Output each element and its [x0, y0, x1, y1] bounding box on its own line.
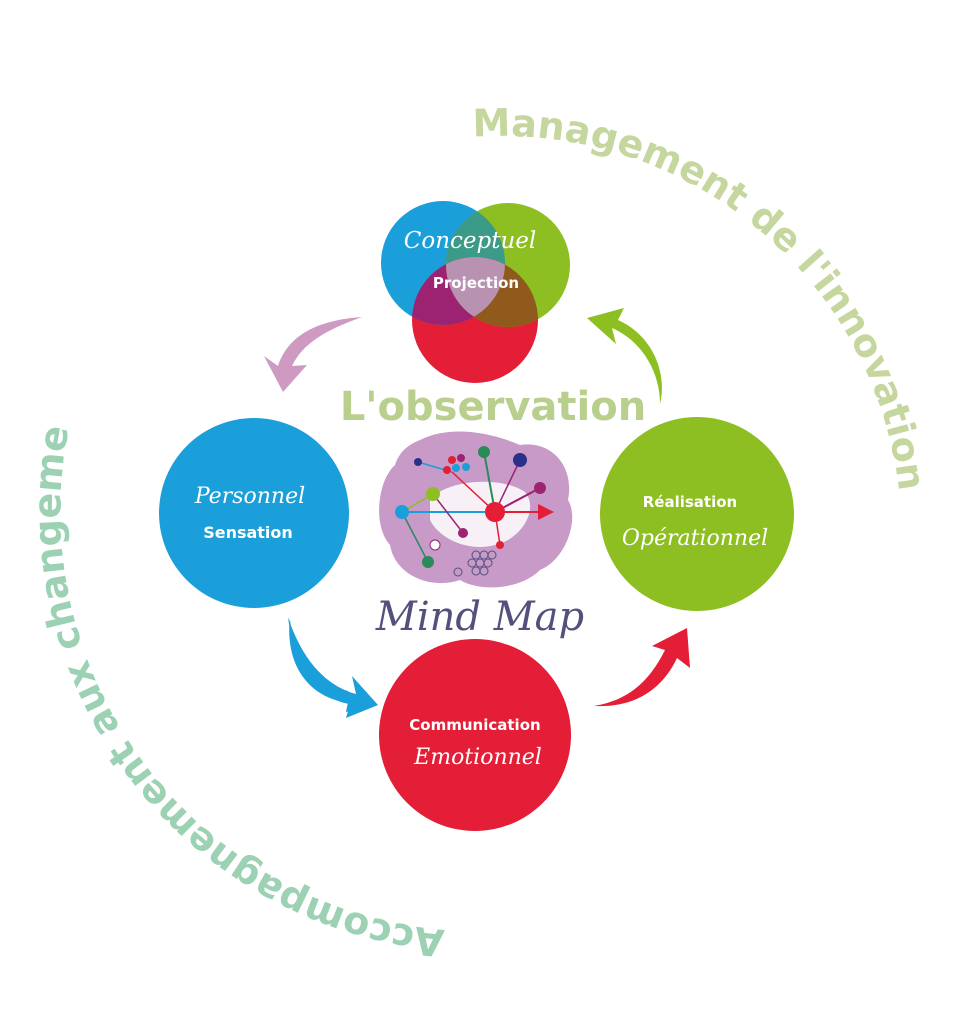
- mindmap-node-outline: [429, 539, 441, 551]
- node-personnel-script-label: Personnel: [194, 484, 305, 509]
- mindmap-node-blue: [395, 505, 409, 519]
- node-realisation-script-label: Opérationnel: [622, 526, 768, 551]
- node-communication-circle: [379, 639, 571, 831]
- arrow-top-left: [264, 317, 362, 392]
- venn-cluster: Conceptuel Projection: [381, 201, 570, 383]
- mindmap-node-purple: [534, 482, 546, 494]
- center-title: L'observation: [340, 384, 646, 430]
- center-subtitle: Mind Map: [375, 594, 584, 640]
- node-realisation-bold-label: Réalisation: [643, 493, 737, 511]
- mindmap-node-small: [462, 463, 470, 471]
- mindmap-link: [483, 451, 496, 513]
- node-communication: Communication Emotionnel: [379, 639, 571, 831]
- mindmap-hexagons: [453, 550, 497, 577]
- mindmap-node-small: [443, 466, 451, 474]
- mindmap-node-small: [452, 464, 460, 472]
- mindmap-node-navy: [414, 458, 422, 466]
- arrow-bottom-left-head: [288, 617, 378, 718]
- mindmap-highlight: [430, 481, 531, 548]
- mindmap-node-red: [485, 502, 505, 522]
- mindmap-link: [401, 511, 429, 563]
- venn-script-label: Conceptuel: [404, 228, 537, 254]
- mindmap-node-purple: [458, 528, 468, 538]
- node-realisation: Réalisation Opérationnel: [600, 417, 794, 611]
- node-personnel: Personnel Sensation: [159, 418, 349, 608]
- mindmap-node-navy: [513, 453, 527, 467]
- node-communication-bold-label: Communication: [409, 716, 540, 734]
- arrow-top-right: [587, 308, 662, 404]
- node-personnel-bold-label: Sensation: [203, 523, 293, 542]
- mindmap-node-darkgreen: [422, 556, 434, 568]
- mindmap-node-green: [426, 487, 440, 501]
- mindmap-link: [432, 493, 464, 534]
- mindmap-illustration: [379, 431, 573, 588]
- venn-bold-label: Projection: [433, 274, 519, 292]
- mindmap-node-small: [448, 456, 456, 464]
- mindmap-node-small: [457, 454, 465, 462]
- arrow-bottom-right: [594, 628, 690, 707]
- mindmap-node-red: [496, 541, 504, 549]
- node-communication-script-label: Emotionnel: [413, 745, 542, 770]
- node-realisation-circle: [600, 417, 794, 611]
- node-personnel-circle: [159, 418, 349, 608]
- mindmap-node-darkgreen: [478, 446, 490, 458]
